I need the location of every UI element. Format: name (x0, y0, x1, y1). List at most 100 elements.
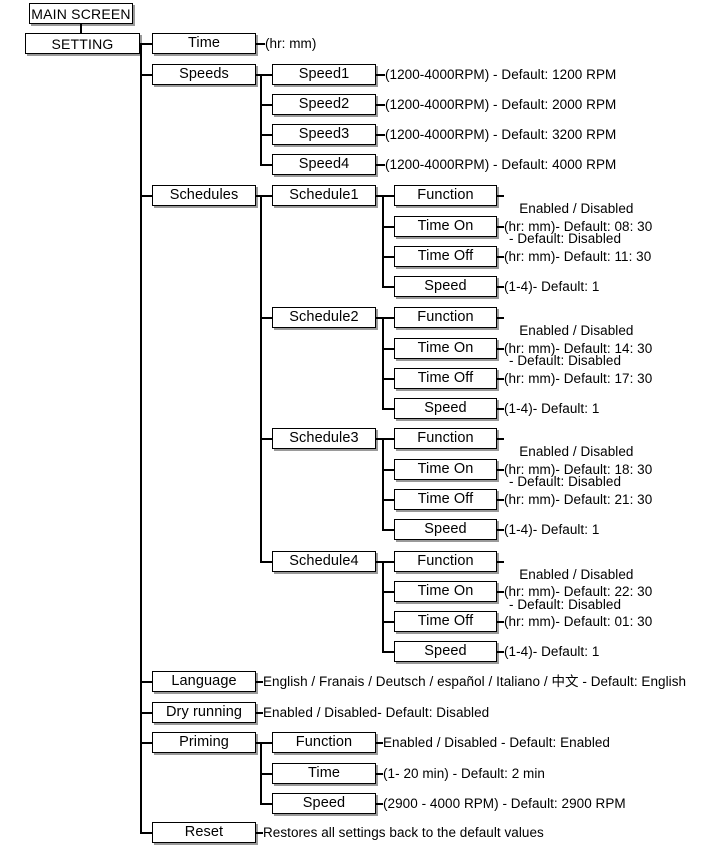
note-line-1: Enabled / Disabled (519, 567, 634, 582)
node-label: Schedule1 (289, 187, 359, 204)
node-schedule3-time-off[interactable]: Time Off (394, 489, 497, 510)
note-schedule1-time-on: (hr: mm)- Default: 08: 30 (504, 219, 653, 234)
connector-schedule3-speed-note (497, 528, 504, 531)
node-setting[interactable]: SETTING (25, 33, 140, 54)
note-priming-speed: (2900 - 4000 RPM) - Default: 2900 RPM (383, 796, 626, 811)
node-schedule1[interactable]: Schedule1 (272, 185, 376, 206)
connector-to-reset (140, 831, 152, 834)
connector-schedule4-time-on-note (497, 590, 504, 593)
note-line-1: Enabled / Disabled (519, 444, 634, 459)
node-label: Speed (424, 521, 467, 538)
note-schedule1-time-off: (hr: mm)- Default: 11: 30 (504, 249, 652, 264)
connector-priming-item2 (260, 802, 272, 805)
node-schedule4-function[interactable]: Function (394, 551, 497, 572)
connector-to-schedule1 (260, 194, 272, 197)
connector-priming-item0 (260, 741, 272, 744)
connector-schedule4-item0 (382, 560, 394, 563)
connector-schedule4-item3 (382, 650, 394, 653)
node-label: Speed (424, 643, 467, 660)
node-language[interactable]: Language (152, 671, 256, 692)
note-schedule4-time-on: (hr: mm)- Default: 22: 30 (504, 584, 653, 599)
node-label: Reset (184, 824, 224, 841)
node-label: Speeds (179, 66, 229, 83)
connector-speeds-spine (260, 73, 262, 164)
node-priming[interactable]: Priming (152, 732, 256, 753)
connector-speed1-note (376, 73, 385, 76)
node-label: MAIN SCREEN (31, 5, 131, 22)
connector-language-note (256, 680, 263, 683)
node-schedule4-time-on[interactable]: Time On (394, 581, 497, 602)
node-label: Time On (417, 218, 474, 235)
node-priming-time[interactable]: Time (272, 763, 376, 784)
node-main-screen[interactable]: MAIN SCREEN (29, 3, 133, 24)
node-schedule1-function[interactable]: Function (394, 185, 497, 206)
connector-priming-speed-note (376, 802, 383, 805)
node-schedule2-time-on[interactable]: Time On (394, 338, 497, 359)
node-reset[interactable]: Reset (152, 822, 256, 843)
node-schedules[interactable]: Schedules (152, 185, 256, 206)
connector-schedule1-item2 (382, 255, 394, 258)
node-label: Schedule4 (289, 553, 359, 570)
connector-speed4-note (376, 163, 385, 166)
node-schedule2-speed[interactable]: Speed (394, 398, 497, 419)
note-speed1: (1200-4000RPM) - Default: 1200 RPM (385, 67, 617, 82)
node-speed1[interactable]: Speed1 (272, 64, 376, 85)
node-label: Time On (417, 583, 474, 600)
connector-schedule2-function-note (497, 316, 504, 319)
connector-schedule1-time-on-note (497, 225, 504, 228)
note-line-1: Enabled / Disabled (519, 201, 634, 216)
connector-schedule2-item1 (382, 347, 394, 350)
connector-to-speeds (140, 73, 152, 76)
node-speed3[interactable]: Speed3 (272, 124, 376, 145)
node-schedule4[interactable]: Schedule4 (272, 551, 376, 572)
note-schedule4-speed: (1-4)- Default: 1 (504, 644, 600, 659)
connector-schedule4-speed-note (497, 650, 504, 653)
connector-schedule1-speed-note (497, 285, 504, 288)
node-schedule1-time-on[interactable]: Time On (394, 216, 497, 237)
node-label: Speed1 (298, 66, 350, 83)
node-speed4[interactable]: Speed4 (272, 154, 376, 175)
connector-schedule1-spine (382, 194, 384, 286)
node-schedule1-time-off[interactable]: Time Off (394, 246, 497, 267)
connector-schedule2-spine (382, 316, 384, 408)
node-schedule2-time-off[interactable]: Time Off (394, 368, 497, 389)
node-schedule3-function[interactable]: Function (394, 428, 497, 449)
note-schedule3-function: Enabled / Disabled - Default: Disabled (504, 429, 633, 519)
node-time[interactable]: Time (152, 33, 256, 54)
connector-schedule1-function-note (497, 194, 504, 197)
node-priming-speed[interactable]: Speed (272, 793, 376, 814)
connector-schedule2-item0 (382, 316, 394, 319)
connector-to-schedules (140, 194, 152, 197)
connector-priming-time-note (376, 772, 383, 775)
node-schedule3-time-on[interactable]: Time On (394, 459, 497, 480)
connector-schedule1-item3 (382, 285, 394, 288)
node-label: Speed2 (298, 96, 350, 113)
node-schedule4-time-off[interactable]: Time Off (394, 611, 497, 632)
node-label: Time (307, 765, 341, 782)
node-label: Priming (179, 734, 229, 751)
connector-to-priming (140, 741, 152, 744)
node-label: Time Off (417, 491, 474, 508)
connector-to-speed2 (260, 103, 272, 106)
connector-schedule1-item0 (382, 194, 394, 197)
note-schedule2-time-on: (hr: mm)- Default: 14: 30 (504, 341, 653, 356)
node-schedule2-function[interactable]: Function (394, 307, 497, 328)
node-schedule3[interactable]: Schedule3 (272, 428, 376, 449)
node-speeds[interactable]: Speeds (152, 64, 256, 85)
connector-schedule4-item1 (382, 590, 394, 593)
node-label: Time Off (417, 370, 474, 387)
connector-schedule1-time-off-note (497, 255, 504, 258)
node-schedule3-speed[interactable]: Speed (394, 519, 497, 540)
connector-schedule3-item0 (382, 437, 394, 440)
node-speed2[interactable]: Speed2 (272, 94, 376, 115)
node-schedule2[interactable]: Schedule2 (272, 307, 376, 328)
note-language: English / Franais / Deutsch / español / … (263, 674, 687, 689)
connector-to-speed3 (260, 133, 272, 136)
node-dry-running[interactable]: Dry running (152, 702, 256, 723)
connector-speed3-note (376, 133, 385, 136)
connector-schedule4-time-off-note (497, 620, 504, 623)
node-schedule4-speed[interactable]: Speed (394, 641, 497, 662)
node-priming-function[interactable]: Function (272, 732, 376, 753)
node-label: Schedules (169, 187, 239, 204)
node-schedule1-speed[interactable]: Speed (394, 276, 497, 297)
